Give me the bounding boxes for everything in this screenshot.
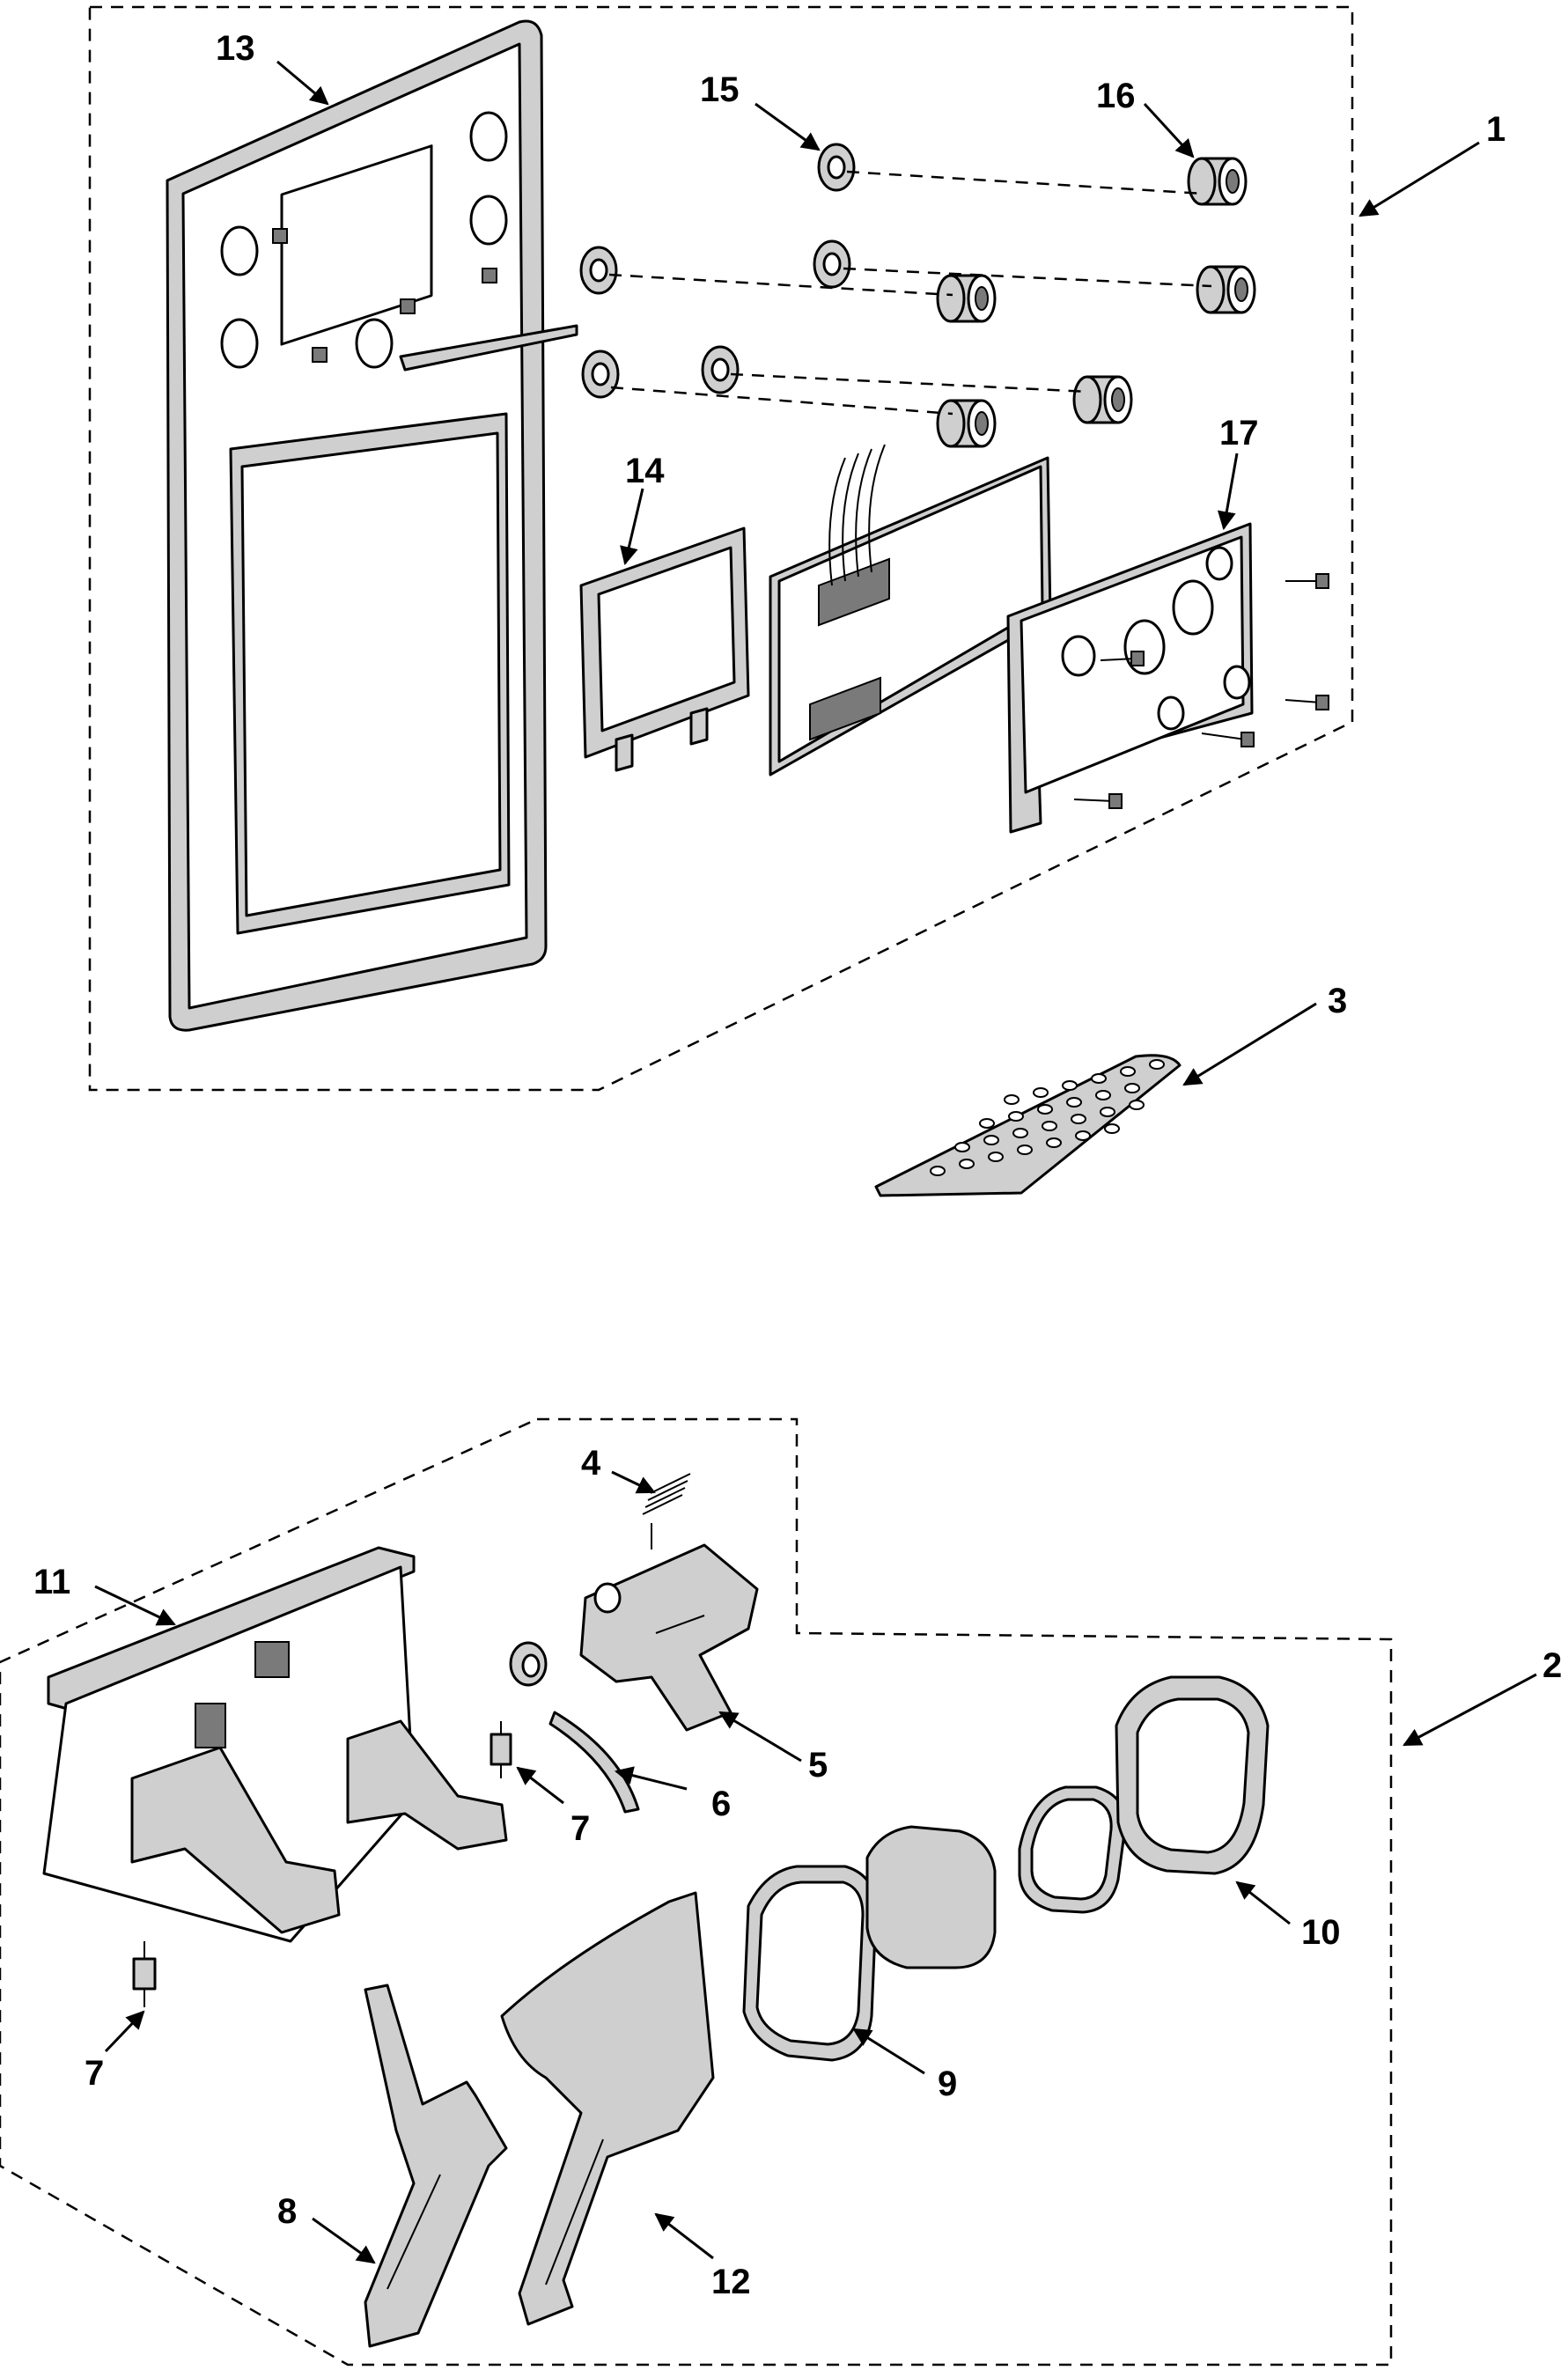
bushing-16-mid-b [1196, 265, 1256, 314]
latch-housing-part [579, 1543, 759, 1732]
gasket-10-inner-part [1018, 1785, 1127, 1914]
keypad-dot [1104, 1123, 1120, 1134]
display-bracket-part [579, 526, 750, 772]
keypad-dot [954, 1142, 970, 1152]
keypad-dot [1012, 1128, 1028, 1138]
screw-2 [1100, 651, 1145, 666]
screw-3 [1285, 695, 1329, 710]
keypad-dot [1129, 1100, 1145, 1110]
screw-1 [1285, 573, 1329, 589]
callout-labels: 1 2 3 4 5 6 7 7 8 9 10 11 12 13 14 15 16… [33, 29, 1562, 2301]
keypad-dot [1149, 1059, 1165, 1070]
cam-part [509, 1641, 548, 1687]
spring-part [642, 1473, 691, 1549]
keypad-dot [1008, 1111, 1024, 1122]
lever-spring-part [548, 1711, 640, 1814]
keypad-dot [983, 1135, 999, 1145]
control-panel-assembly-group [88, 5, 1354, 1092]
gasket-9b-part [865, 1825, 997, 1969]
keypad-dot [979, 1118, 995, 1129]
screw-4 [1201, 732, 1255, 747]
keypad-dot [930, 1166, 946, 1176]
keypad-dot [1095, 1090, 1111, 1100]
callout-7-upper: 7 [571, 1809, 590, 1848]
callout-1: 1 [1486, 110, 1505, 149]
gasket-9-part [742, 1865, 878, 2062]
keypad-membrane-part [874, 1054, 1182, 1197]
keypad-dot [1017, 1145, 1033, 1155]
bushing-16-mid-a [936, 274, 997, 323]
bushing-16-low-a [936, 399, 997, 448]
grommet-15-low-b [701, 345, 740, 394]
assembly-1-boundary [88, 5, 1354, 1092]
grommet-15-low-a [581, 350, 620, 399]
keypad-dot [1091, 1073, 1107, 1084]
keypad-dot [1046, 1137, 1062, 1148]
micro-switch-upper-part [490, 1721, 512, 1778]
callout-10: 10 [1301, 1913, 1341, 1952]
keypad-dot [1066, 1097, 1082, 1108]
grommet-15-mid-a [579, 246, 618, 295]
bushing-16-low-b [1072, 375, 1133, 424]
micro-switch-lower-part [132, 1941, 157, 2007]
callout-14: 14 [625, 452, 665, 490]
keypad-dot [1120, 1066, 1136, 1077]
callout-7-lower: 7 [85, 2054, 104, 2093]
callout-6: 6 [711, 1785, 731, 1823]
callout-16: 16 [1096, 77, 1136, 115]
callout-12: 12 [711, 2263, 751, 2301]
callout-17: 17 [1219, 414, 1259, 453]
screw-5 [1073, 793, 1123, 809]
callout-2: 2 [1542, 1646, 1562, 1685]
keypad-dot [988, 1152, 1004, 1162]
grommet-15-top [817, 143, 856, 192]
callout-leaders [94, 60, 1537, 2264]
keypad-dot [1033, 1087, 1049, 1098]
release-frame-part [42, 1546, 508, 1943]
keypad-dot [1037, 1104, 1053, 1115]
grommet-15-mid-b [813, 239, 851, 289]
panel-frame-part [166, 19, 578, 1032]
callout-11: 11 [33, 1563, 70, 1601]
keypad-dot [1004, 1094, 1020, 1105]
callout-3: 3 [1328, 982, 1347, 1020]
bushing-16-top [1187, 157, 1248, 206]
gasket-10-part [1115, 1675, 1270, 1875]
door-lever-part [364, 1984, 508, 2348]
keypad-dot [959, 1159, 975, 1169]
control-board-part [769, 444, 1052, 777]
keypad-dot [1075, 1130, 1091, 1141]
keypad-dot [1124, 1083, 1140, 1093]
callout-9: 9 [938, 2065, 957, 2103]
keypad-dot [1071, 1114, 1086, 1124]
callout-13: 13 [216, 29, 255, 68]
keypad-dot [1100, 1107, 1115, 1117]
callout-8: 8 [277, 2192, 297, 2231]
callout-15: 15 [700, 70, 740, 109]
door-release-assembly-group [0, 1417, 1393, 2366]
keypad-dot [1062, 1080, 1078, 1091]
door-handle-part [500, 1891, 715, 2326]
callout-5: 5 [808, 1746, 828, 1785]
callout-4: 4 [581, 1444, 601, 1483]
keypad-dot [1042, 1121, 1057, 1131]
